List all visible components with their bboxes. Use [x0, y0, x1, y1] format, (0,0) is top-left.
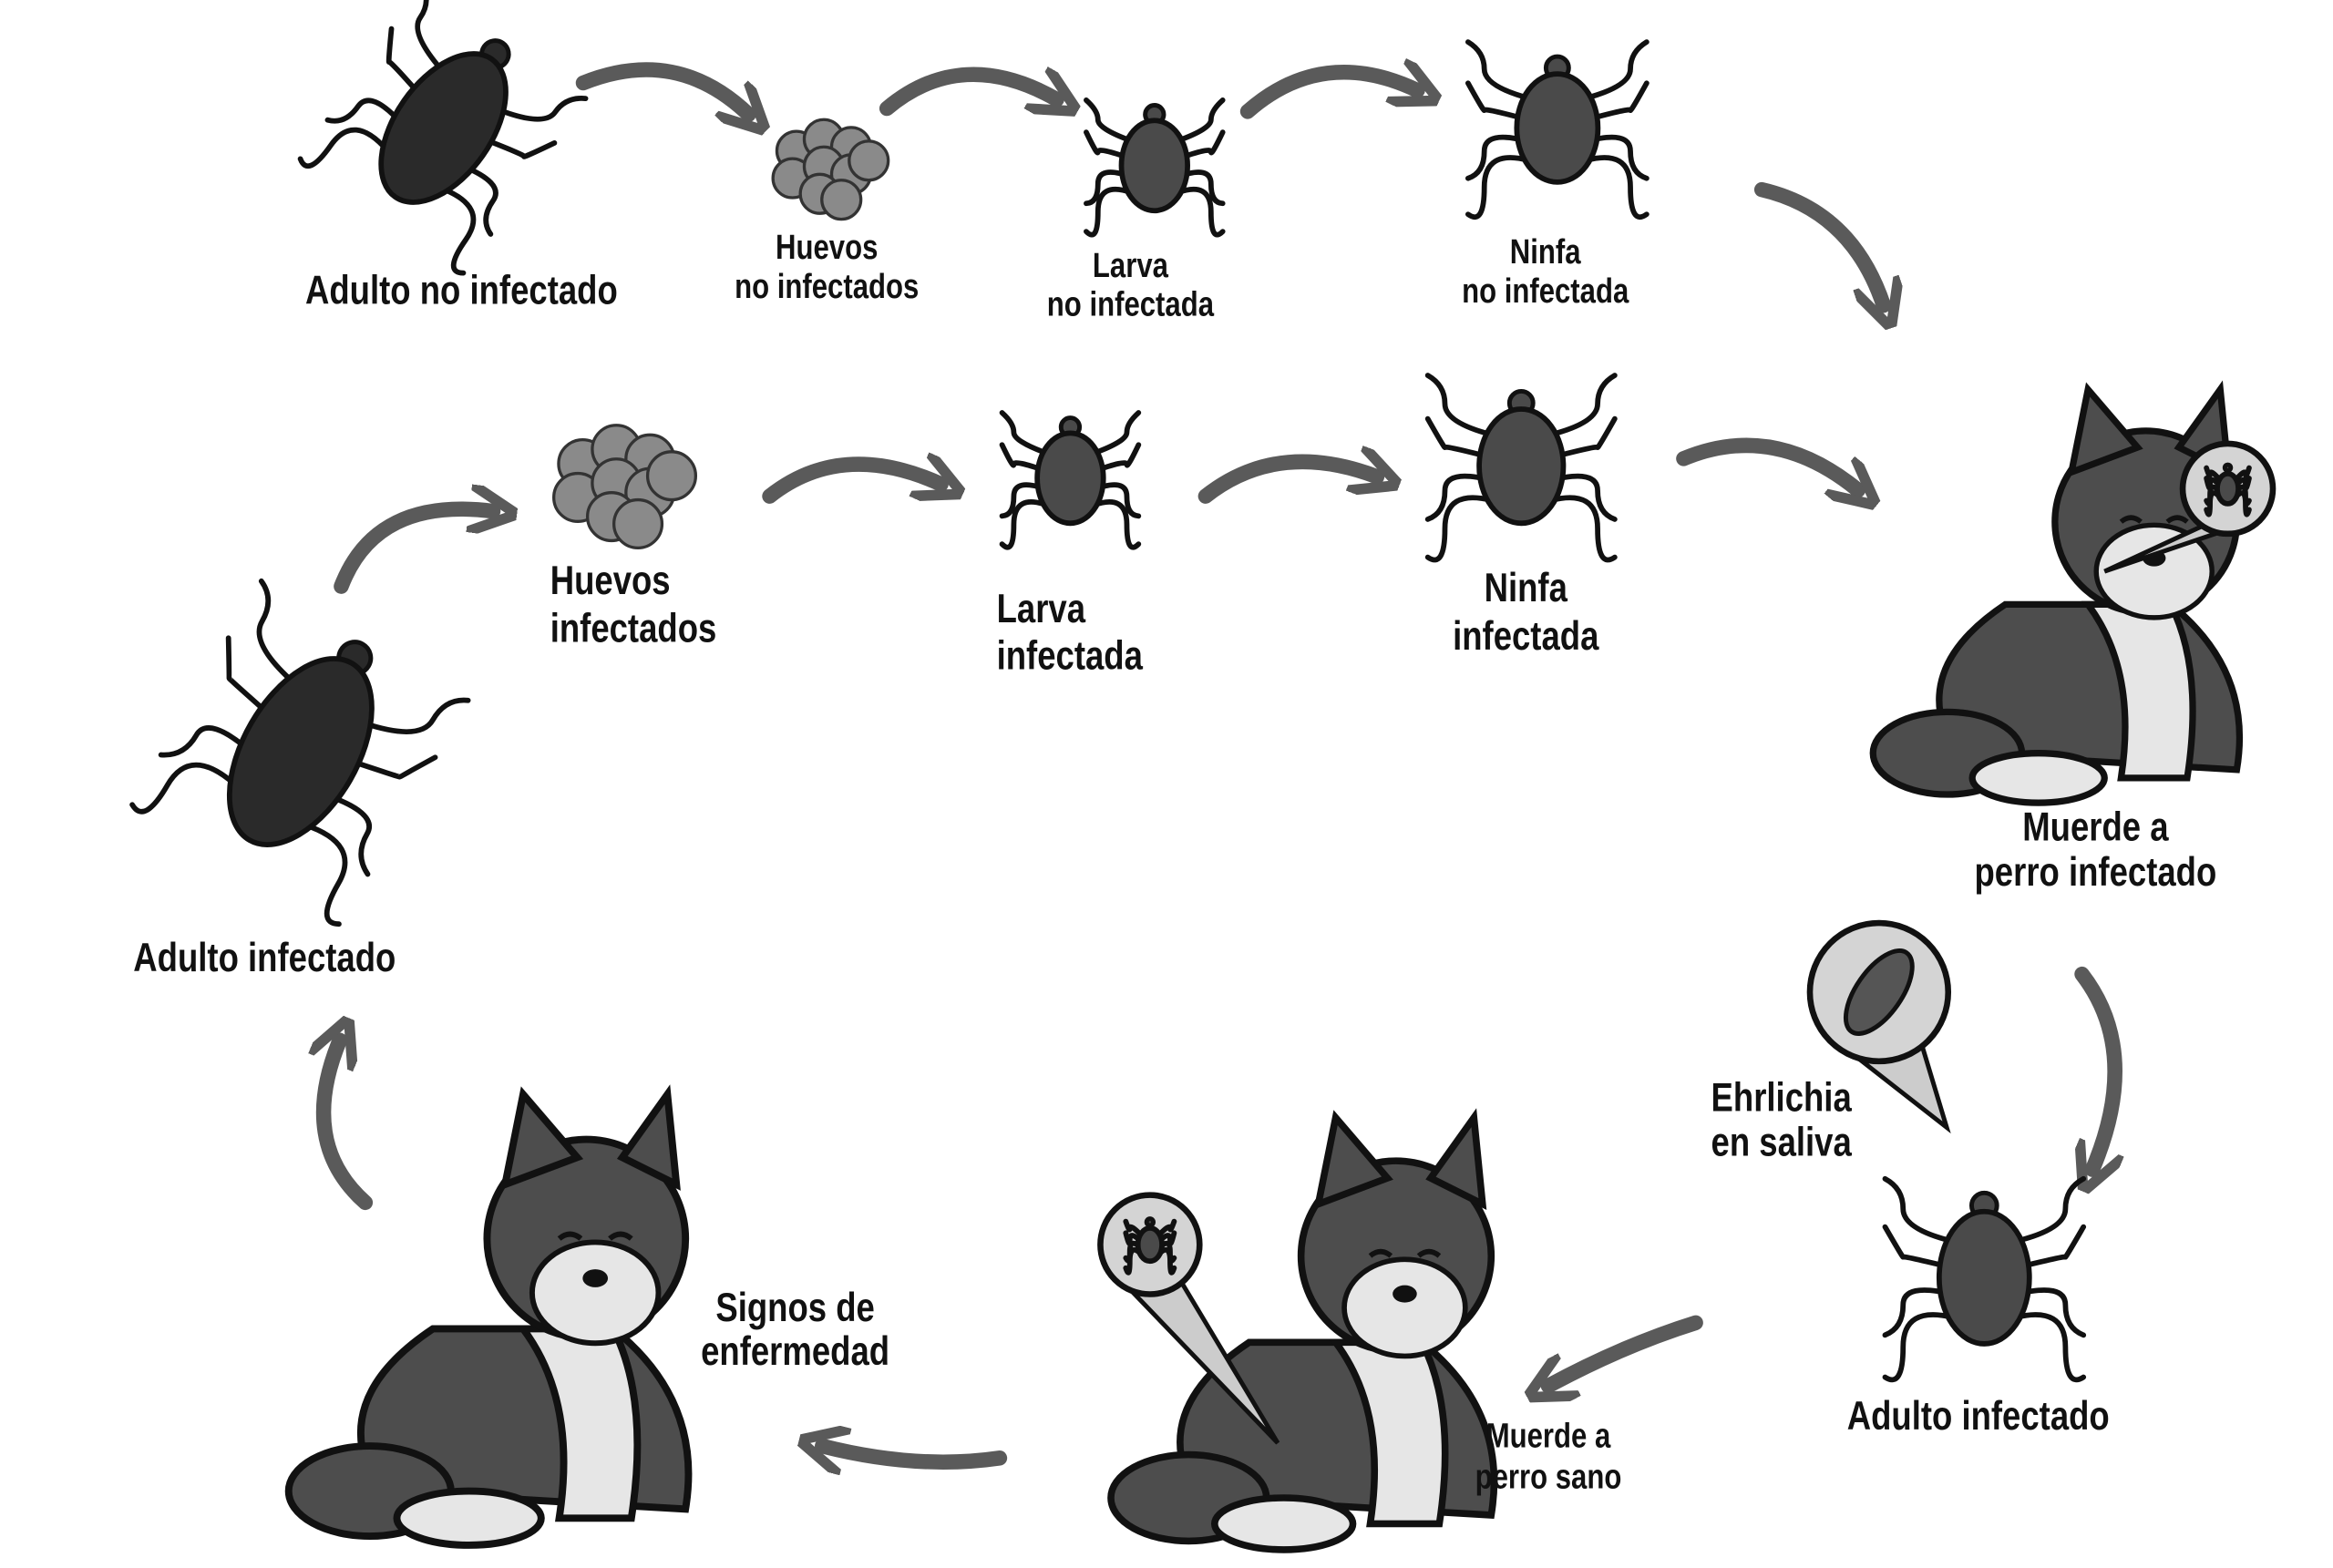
cycle-arrows: [324, 69, 2115, 1461]
label-nymph-infected-2: infectada: [1453, 612, 1599, 658]
cycle-arrow: [575, 62, 748, 114]
cycle-arrow: [1197, 462, 1377, 504]
cycle-arrow: [1239, 72, 1417, 119]
label-larva-uninfected-2: no infectada: [1047, 286, 1215, 324]
cycle-arrow: [1548, 1315, 1703, 1386]
label-nymph-uninfected-1: Ninfa: [1510, 233, 1581, 272]
label-bites-infected-dog-2: perro infectado: [1974, 848, 2216, 894]
adult-tick-infected-right: [1882, 1175, 2087, 1383]
adult-tick-uninfected: [297, 0, 589, 276]
label-larva-infected-2: infectada: [997, 632, 1144, 678]
ehrlichia-bacterium-icon: [1843, 948, 1915, 1036]
cycle-arrow: [334, 509, 493, 594]
eggs-uninfected: [771, 118, 890, 221]
label-nymph-infected-1: Ninfa: [1485, 565, 1568, 610]
label-disease-signs-2: enfermedad: [701, 1328, 889, 1374]
larva-tick-infected: [999, 410, 1142, 550]
label-adult-uninfected: Adulto no infectado: [305, 267, 618, 313]
label-ehrlichia-2: en saliva: [1711, 1119, 1853, 1164]
label-larva-infected-1: Larva: [997, 586, 1086, 631]
label-bites-healthy-dog-2: perro sano: [1475, 1458, 1622, 1496]
eggs-infected: [552, 424, 698, 550]
cycle-arrow: [324, 1040, 374, 1211]
cycle-arrow: [2082, 966, 2115, 1169]
label-eggs-uninfected-1: Huevos: [776, 229, 878, 267]
label-eggs-infected-1: Huevos: [550, 557, 671, 602]
adult-tick-infected-left: [129, 578, 471, 927]
nymph-tick-infected: [1424, 373, 1618, 563]
nymph-tick-uninfected: [1465, 39, 1650, 220]
cycle-arrow: [879, 75, 1056, 108]
label-nymph-uninfected-2: no infectada: [1462, 272, 1629, 311]
label-bites-healthy-dog-1: Muerde a: [1486, 1418, 1611, 1456]
illustrations: [129, 0, 2276, 1553]
label-disease-signs-1: Signos de: [715, 1285, 874, 1330]
cycle-arrow: [1753, 181, 1884, 305]
label-eggs-uninfected-2: no infectados: [735, 268, 919, 306]
infected-beagle-dog: [1869, 380, 2243, 806]
label-larva-uninfected-1: Larva: [1093, 247, 1169, 285]
label-ehrlichia-1: Ehrlichia: [1711, 1074, 1853, 1120]
cycle-arrow: [762, 465, 941, 504]
sick-husky-dog: [284, 1084, 693, 1549]
label-adult-infected-right: Adulto infectado: [1847, 1392, 2110, 1438]
bubble-tick-icon: [2204, 462, 2252, 518]
cycle-arrow: [822, 1446, 1008, 1462]
label-eggs-infected-2: infectados: [550, 605, 717, 651]
label-adult-infected-left: Adulto infectado: [133, 934, 396, 979]
label-bites-infected-dog-1: Muerde a: [2022, 804, 2169, 849]
bubble-tick-icon-2: [1123, 1216, 1177, 1276]
larva-tick-uninfected: [1084, 97, 1226, 238]
healthy-husky-dog: [1107, 1108, 1498, 1553]
cycle-arrow: [1676, 437, 1857, 490]
